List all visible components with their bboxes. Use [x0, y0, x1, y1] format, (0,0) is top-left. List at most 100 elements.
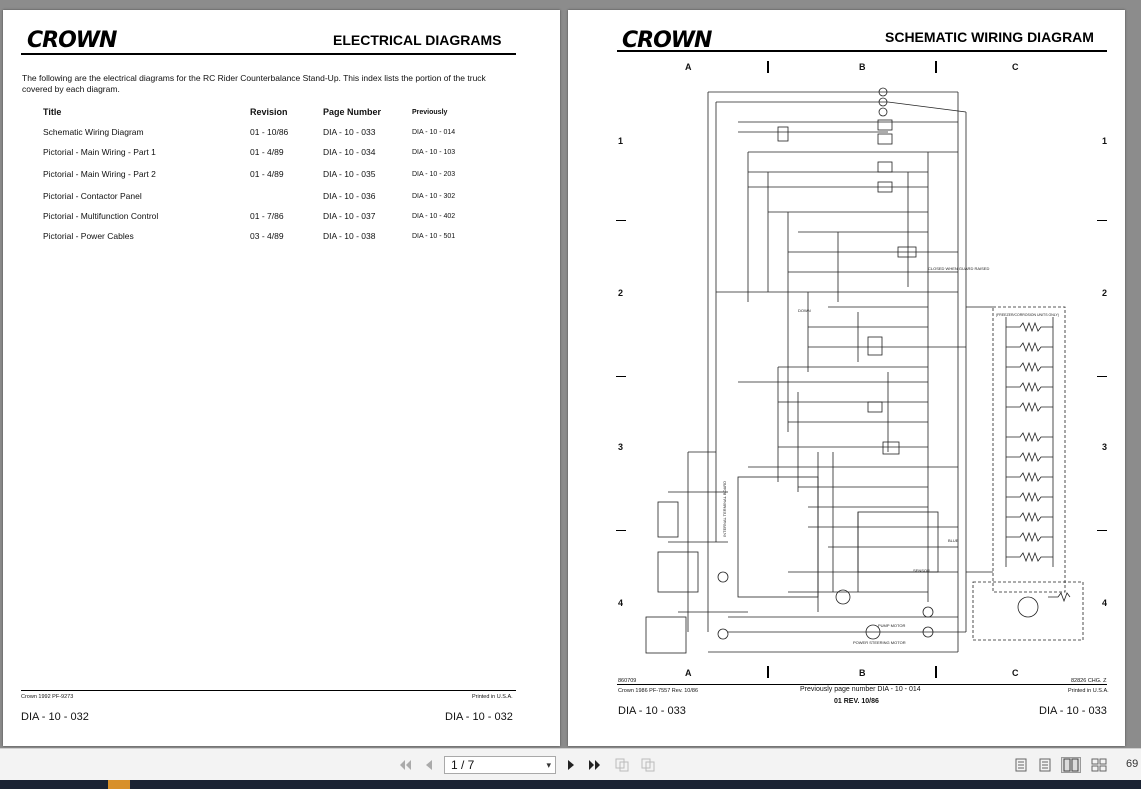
zoom-level[interactable]: 69 — [1126, 758, 1139, 770]
grid-dash — [1097, 376, 1107, 377]
row-page: DIA - 10 - 035 — [323, 169, 376, 179]
drawing-number: 860709 — [618, 678, 637, 684]
grid-row-3: 3 — [618, 442, 624, 452]
schematic-label: INTERNAL TERMINAL BOARD — [722, 481, 727, 537]
row-prev: DIA - 10 - 103 — [412, 149, 456, 156]
crown-logo: CROWN — [27, 28, 117, 53]
schematic-label: BLUE — [948, 538, 959, 543]
row-revision: 01 - 4/89 — [250, 169, 284, 179]
grid-row-4: 4 — [1102, 598, 1108, 608]
row-title: Pictorial - Power Cables — [43, 231, 134, 241]
footer-page-number-right: DIA - 10 - 033 — [1039, 705, 1107, 717]
viewer-toolbar: 1 / 7 ▾ 69 — [0, 748, 1141, 781]
col-page-header: Page Number — [323, 107, 382, 117]
grid-col-b: B — [859, 668, 866, 678]
taskbar-app-icon[interactable] — [108, 780, 130, 789]
row-prev: DIA - 10 - 402 — [412, 213, 456, 220]
grid-view-icon — [1091, 758, 1107, 772]
row-title: Pictorial - Main Wiring - Part 1 — [43, 147, 156, 157]
row-page: DIA - 10 - 036 — [323, 191, 376, 201]
row-title: Pictorial - Contactor Panel — [43, 191, 142, 201]
grid-col-b: B — [859, 62, 866, 72]
two-page-continuous-button[interactable] — [1091, 757, 1107, 773]
row-page: DIA - 10 - 037 — [323, 211, 376, 221]
row-page: DIA - 10 - 033 — [323, 127, 376, 137]
title-rule — [21, 53, 516, 55]
schematic-label: CLOSED WHEN GUARD RAISED — [928, 266, 989, 271]
grid-tick — [767, 61, 769, 73]
footer-revision: 01 REV. 10/86 — [834, 698, 879, 705]
schematic-label: POWER STEERING MOTOR — [853, 640, 906, 645]
next-page-button[interactable] — [563, 757, 579, 773]
row-page: DIA - 10 - 038 — [323, 231, 376, 241]
grid-col-c: C — [1012, 668, 1019, 678]
change-note: 82826 CHG. Z — [1071, 678, 1107, 684]
page-left: CROWN ELECTRICAL DIAGRAMS The following … — [3, 10, 560, 746]
previous-page-icon — [426, 760, 432, 770]
grid-dash — [1097, 220, 1107, 221]
footer-copyright: Crown 1992 PF-9273 — [21, 694, 74, 700]
last-page-icon — [589, 760, 600, 770]
previous-page-button[interactable] — [421, 757, 437, 773]
row-title: Pictorial - Multifunction Control — [43, 211, 159, 221]
first-page-button[interactable] — [397, 757, 413, 773]
col-revision-header: Revision — [250, 107, 288, 117]
row-revision: 03 - 4/89 — [250, 231, 284, 241]
page-selector-value: 1 / 7 — [451, 758, 475, 772]
single-page-view-button[interactable] — [1013, 757, 1029, 773]
col-title-header: Title — [43, 107, 62, 117]
page-selector[interactable]: 1 / 7 ▾ — [444, 756, 556, 774]
row-title: Pictorial - Main Wiring - Part 2 — [43, 169, 156, 179]
row-page: DIA - 10 - 034 — [323, 147, 376, 157]
two-page-icon — [1063, 758, 1079, 772]
grid-tick — [935, 666, 937, 678]
schematic-label: SENSOR — [913, 568, 930, 573]
footer-page-number-right: DIA - 10 - 032 — [445, 711, 513, 723]
crown-logo: CROWN — [622, 28, 712, 53]
footer-printed: Printed in U.S.A. — [1068, 688, 1109, 694]
single-page-icon — [1015, 758, 1027, 772]
grid-row-4: 4 — [618, 598, 624, 608]
schematic-label: DOWN — [798, 308, 811, 313]
row-prev: DIA - 10 - 501 — [412, 233, 456, 240]
footer-page-number-left: DIA - 10 - 032 — [21, 711, 89, 723]
grid-row-1: 1 — [1102, 136, 1108, 146]
footer-printed: Printed in U.S.A. — [472, 694, 513, 700]
row-title: Schematic Wiring Diagram — [43, 127, 144, 137]
row-revision: 01 - 10/86 — [250, 127, 289, 137]
copy-page-icon — [615, 758, 629, 772]
rotate-button[interactable] — [614, 757, 630, 773]
page-title: ELECTRICAL DIAGRAMS — [333, 32, 502, 48]
chevron-down-icon: ▾ — [546, 760, 551, 770]
fit-page-icon — [641, 758, 655, 772]
footer-previously: Previously page number DIA - 10 - 014 — [800, 686, 921, 693]
row-revision: 01 - 4/89 — [250, 147, 284, 157]
grid-dash — [616, 220, 626, 221]
grid-tick — [935, 61, 937, 73]
row-revision: 01 - 7/86 — [250, 211, 284, 221]
continuous-view-button[interactable] — [1037, 757, 1053, 773]
grid-dash — [616, 376, 626, 377]
first-page-icon — [400, 760, 411, 770]
two-page-view-button[interactable] — [1061, 757, 1081, 773]
row-prev: DIA - 10 - 014 — [412, 129, 456, 136]
grid-col-a: A — [685, 62, 692, 72]
continuous-page-icon — [1039, 758, 1051, 772]
last-page-button[interactable] — [587, 757, 603, 773]
col-previously-header: Previously — [412, 109, 448, 116]
schematic-label: PUMP MOTOR — [878, 623, 906, 628]
footer-rule — [617, 684, 1107, 685]
grid-row-2: 2 — [1102, 288, 1108, 298]
grid-row-2: 2 — [618, 288, 624, 298]
document-viewer: CROWN ELECTRICAL DIAGRAMS The following … — [3, 10, 1125, 746]
grid-col-a: A — [685, 668, 692, 678]
page-title: SCHEMATIC WIRING DIAGRAM — [885, 29, 1094, 45]
fit-button[interactable] — [640, 757, 656, 773]
grid-dash — [1097, 530, 1107, 531]
footer-rule — [21, 690, 516, 691]
next-page-icon — [568, 760, 574, 770]
schematic-diagram: CLOSED WHEN GUARD RAISED PUMP MOTOR POWE… — [645, 87, 1084, 654]
os-taskbar — [0, 780, 1141, 789]
grid-dash — [616, 530, 626, 531]
grid-tick — [767, 666, 769, 678]
